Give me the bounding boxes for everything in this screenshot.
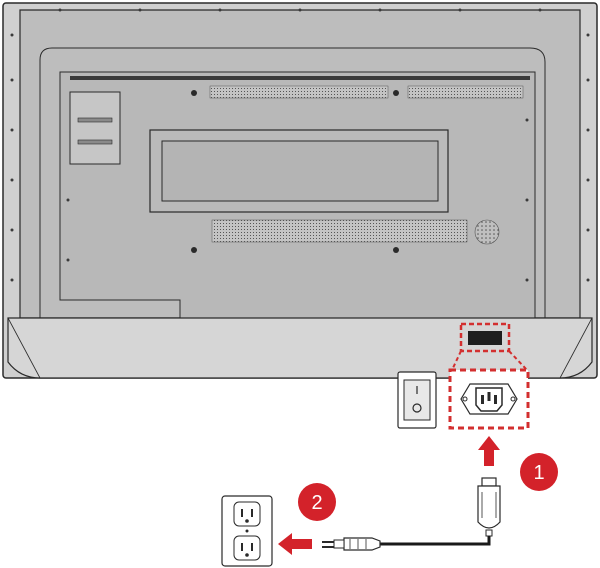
outlet-socket-top — [233, 501, 261, 527]
inner-frame — [39, 47, 546, 319]
power-plug-icon — [477, 477, 501, 537]
display-power-inlet — [468, 331, 502, 345]
lower-vent — [211, 219, 468, 243]
step-badge-2: 2 — [298, 483, 336, 521]
ac-inlet-detail — [448, 368, 530, 430]
arrow-up-icon — [478, 436, 500, 466]
perimeter-screws — [10, 8, 590, 282]
step-number-2: 2 — [311, 492, 322, 514]
inlet-highlight-box — [459, 322, 511, 353]
top-slot-row — [70, 76, 530, 80]
left-mount-bracket — [69, 91, 121, 165]
ac-inlet-icon — [460, 383, 518, 415]
top-vent-right — [407, 85, 524, 99]
outlet-socket-bottom — [233, 535, 261, 561]
power-cord — [380, 536, 491, 546]
male-plug-icon — [322, 537, 381, 551]
zoom-connector-lines — [451, 350, 528, 371]
speaker-grille — [474, 219, 500, 245]
vesa-screw-holes — [191, 90, 399, 253]
display-rear-view — [2, 2, 598, 379]
wall-outlet-icon — [221, 495, 273, 567]
step-badge-1: 1 — [520, 453, 558, 491]
top-vent-left — [209, 85, 389, 99]
arrow-left-icon — [278, 533, 312, 555]
step-number-1: 1 — [533, 462, 544, 484]
power-switch-icon — [397, 371, 437, 429]
center-recess-inner — [161, 140, 439, 202]
